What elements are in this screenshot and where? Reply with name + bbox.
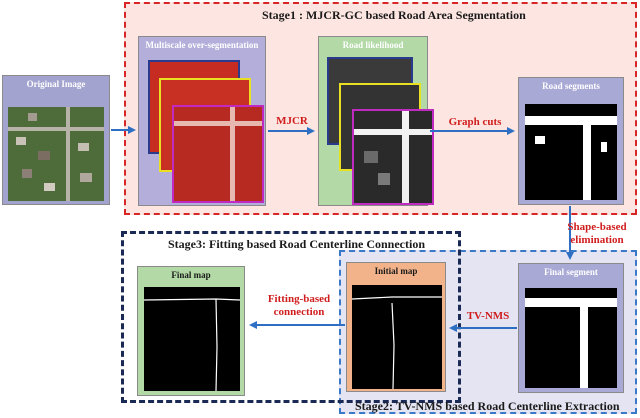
likelihood-layer-3: [352, 109, 434, 205]
final-map-centerlines: [144, 298, 240, 391]
final-segment-image: [525, 288, 617, 388]
final-map-title: Final map: [171, 270, 211, 280]
stage1-label: Stage1 : MJCR-GC based Road Area Segment…: [262, 8, 526, 22]
final-segment-panel: Final segment: [518, 263, 624, 393]
stage3-box: [121, 231, 461, 403]
likelihood-panel: Road likelihood: [318, 36, 434, 206]
label-elimination: elimination: [570, 234, 624, 246]
final-segment-title: Final segment: [544, 267, 598, 277]
aerial-image: [8, 107, 104, 201]
initial-map-title: Initial map: [374, 266, 418, 276]
road-segments-title: Road segments: [542, 81, 600, 91]
stage3-label: Stage3: Fitting based Road Centerline Co…: [168, 237, 425, 251]
initial-map-panel: Initial map: [346, 262, 446, 392]
initial-map-image: [352, 285, 442, 389]
oversegmentation-panel: Multiscale over-segmentation: [138, 36, 266, 206]
label-tv-nms: TV-NMS: [466, 310, 510, 322]
oversegmentation-title: Multiscale over-segmentation: [145, 40, 259, 50]
label-mjcr: MJCR: [276, 115, 308, 127]
overseg-layer-3: [172, 105, 264, 203]
original-image-panel: Original Image: [2, 75, 110, 205]
label-fitting-based: Fitting-based: [267, 293, 331, 305]
final-map-panel: Final map: [137, 266, 245, 396]
road-segments-panel: Road segments: [518, 77, 624, 205]
likelihood-title: Road likelihood: [342, 40, 404, 50]
road-segments-image: [525, 104, 617, 200]
stage2-label: Stage2: TV-NMS based Road Centerline Ext…: [355, 399, 620, 413]
final-map-image: [144, 287, 240, 391]
label-graph-cuts: Graph cuts: [448, 116, 502, 128]
original-image-title: Original Image: [26, 79, 86, 89]
initial-map-centerlines: [352, 296, 442, 389]
label-connection: connection: [273, 306, 325, 318]
label-shape-based: Shape-based: [567, 221, 627, 233]
